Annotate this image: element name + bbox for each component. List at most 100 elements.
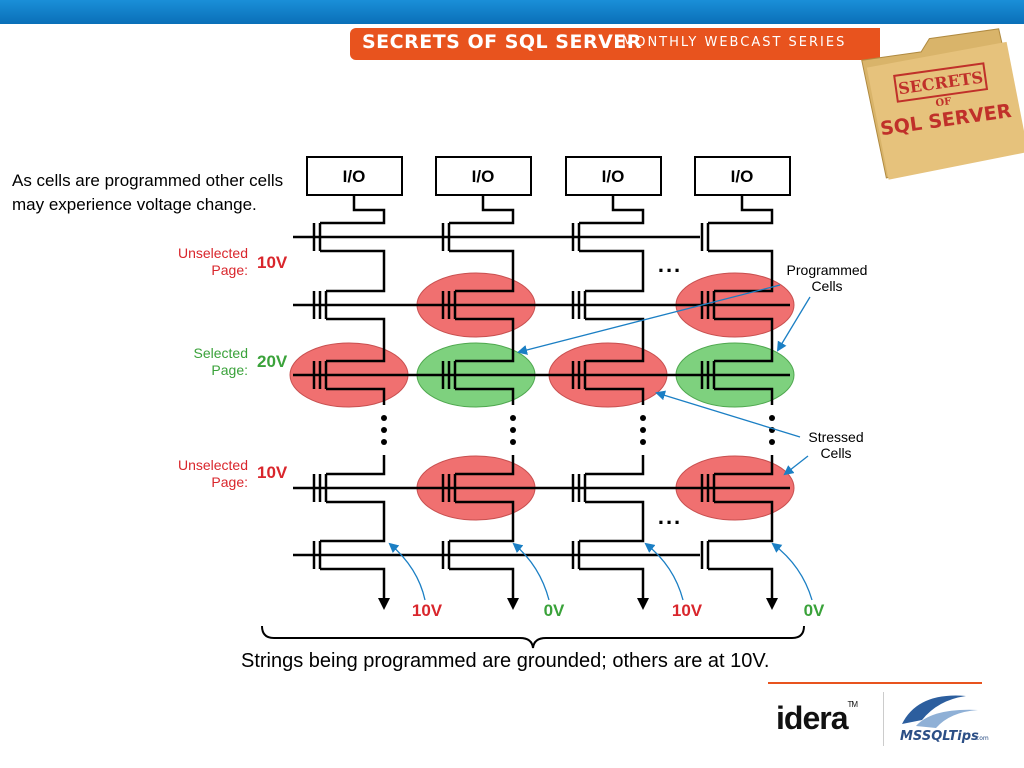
arrow (655, 390, 801, 438)
arrow (388, 542, 426, 601)
continuation-dot (640, 439, 646, 445)
drain-lead (449, 531, 515, 543)
arrow (517, 284, 781, 355)
string-voltage: 10V (672, 601, 703, 620)
source-lead (714, 500, 774, 512)
body-text: As cells are programmed other cells may … (12, 171, 284, 214)
source-lead (714, 387, 774, 399)
source-lead (585, 500, 645, 512)
ground-arrow (507, 598, 519, 610)
programmed-callout-line1: Programmed (787, 262, 868, 278)
source-lead (449, 567, 515, 579)
folder-logo-line2: OF (935, 96, 952, 109)
drain-lead (585, 351, 645, 363)
mssqltips-logo: MSSQLTips .com (900, 695, 989, 744)
continuation-dot (510, 415, 516, 421)
ground-arrow (378, 598, 390, 610)
mssqltips-wordmark: MSSQLTips (900, 729, 979, 744)
continuation-dot (381, 439, 387, 445)
page-voltage: 20V (257, 352, 288, 371)
source-lead (585, 387, 645, 399)
drain-lead (579, 213, 645, 225)
string-voltage: 0V (804, 601, 825, 620)
page-labels: Unselected Page: 10V Selected Page: 20V … (178, 245, 288, 490)
source-lead (326, 387, 386, 399)
bitline-top (481, 195, 515, 213)
arrow (512, 542, 550, 601)
page-label-line2: Page: (211, 262, 248, 278)
drain-lead (326, 464, 386, 476)
nand-strings (312, 195, 778, 610)
callout-arrows (388, 284, 813, 601)
io-box (306, 156, 403, 196)
io-box (435, 156, 532, 196)
drain-lead (714, 351, 774, 363)
continuation-dot (769, 439, 775, 445)
drain-lead (585, 281, 645, 293)
source-lead (585, 317, 645, 329)
continuation-dot (640, 427, 646, 433)
footer-accent-line (768, 682, 982, 684)
ellipsis: ... (658, 504, 682, 529)
drain-lead (449, 213, 515, 225)
source-lead (579, 567, 645, 579)
arrow (644, 542, 684, 601)
source-lead (320, 567, 386, 579)
continuation-dot (381, 415, 387, 421)
source-lead (449, 249, 515, 261)
source-lead (455, 500, 515, 512)
drain-lead (714, 281, 774, 293)
programmed-callout-line2: Cells (811, 278, 842, 294)
page-label-line1: Unselected (178, 245, 248, 261)
page-label-line2: Page: (211, 474, 248, 490)
source-lead (455, 317, 515, 329)
io-label: I/O (731, 167, 754, 186)
idera-trademark: TM (847, 700, 858, 709)
drain-lead (708, 531, 774, 543)
drain-lead (455, 351, 515, 363)
page-voltage: 10V (257, 463, 288, 482)
bitline-top (740, 195, 774, 213)
bottom-voltages: 10V 0V 10V 0V (412, 601, 825, 620)
drain-lead (455, 281, 515, 293)
source-lead (326, 317, 386, 329)
ground-arrow (766, 598, 778, 610)
source-lead (579, 249, 645, 261)
curly-brace (261, 625, 805, 649)
continuation-dot (640, 415, 646, 421)
io-label: I/O (343, 167, 366, 186)
ellipsis-dots: ... ... (658, 252, 682, 529)
stressed-callout-line1: Stressed (808, 429, 863, 445)
page-label-line1: Unselected (178, 457, 248, 473)
source-lead (708, 567, 774, 579)
ground-arrow (637, 598, 649, 610)
drain-lead (708, 213, 774, 225)
stressed-callout-line2: Cells (820, 445, 851, 461)
io-label: I/O (472, 167, 495, 186)
arrow (771, 542, 813, 601)
mssqltips-domain: .com (974, 735, 989, 742)
continuation-dot (381, 427, 387, 433)
idera-logo: ideraTM (776, 700, 858, 737)
series-title: SECRETS OF SQL SERVER (362, 31, 642, 53)
io-label: I/O (602, 167, 625, 186)
source-lead (714, 317, 774, 329)
idera-wordmark: idera (776, 700, 848, 736)
bitline-top (352, 195, 386, 213)
drain-lead (320, 213, 386, 225)
top-accent-bar (0, 0, 1024, 24)
page-label-line1: Selected (194, 345, 248, 361)
source-lead (320, 249, 386, 261)
series-banner (350, 28, 880, 60)
callouts: Programmed Cells Stressed Cells (787, 262, 868, 461)
string-voltage: 0V (544, 601, 565, 620)
arrow (783, 455, 809, 476)
drain-lead (579, 531, 645, 543)
bitline-top (611, 195, 645, 213)
drain-lead (455, 464, 515, 476)
drain-lead (326, 281, 386, 293)
continuation-dot (769, 415, 775, 421)
source-lead (326, 500, 386, 512)
cell-highlights (289, 272, 795, 521)
